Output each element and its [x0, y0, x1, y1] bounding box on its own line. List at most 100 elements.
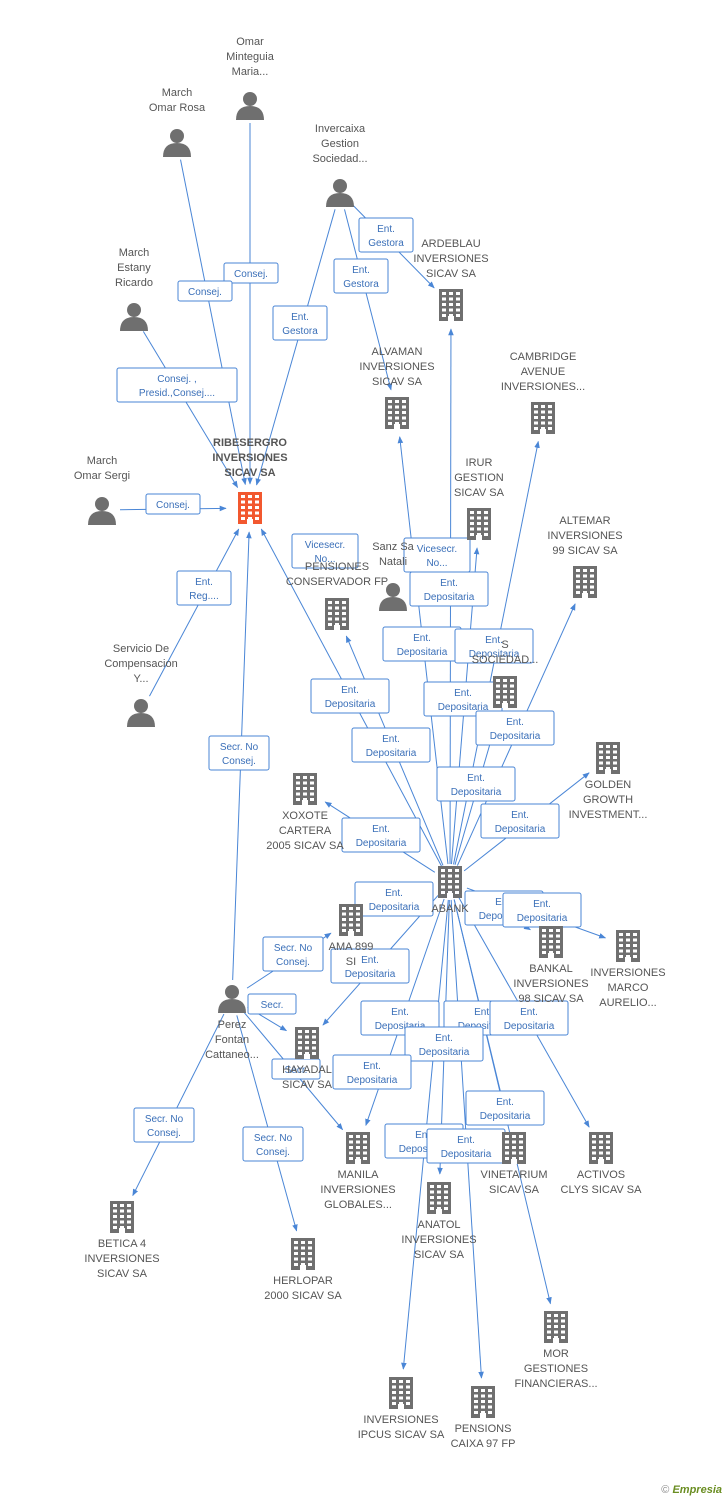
node-label: Invercaixa	[315, 123, 366, 135]
edge-label-box[interactable]: Secr.	[271, 1058, 321, 1080]
company-node-golden_growth[interactable]: GOLDENGROWTHINVESTMENT...	[569, 742, 648, 821]
node-label: GESTIONES	[524, 1363, 588, 1375]
node-label: INVERSIONES	[547, 530, 622, 542]
edge-label-box[interactable]: Consej.	[223, 262, 279, 284]
edge-label-box[interactable]: Consej. ,Presid.,Consej....	[116, 367, 238, 403]
edge-label-text: Reg....	[189, 591, 218, 602]
node-label: SOCIEDAD...	[472, 654, 539, 666]
person-node-invercaixa[interactable]: InvercaixaGestionSociedad...	[312, 123, 368, 207]
company-node-sociedad_s[interactable]: SSOCIEDAD...	[472, 639, 539, 708]
node-label: SICAV SA	[489, 1184, 540, 1196]
building-icon	[493, 676, 517, 708]
person-node-perez_fontan[interactable]: PerezFontanCattaneo...	[205, 985, 259, 1061]
edge-label-text: Vicesecr.	[305, 540, 345, 551]
edge-label-text: Vicesecr.	[417, 544, 457, 555]
company-node-caixabank[interactable]: ABANK	[431, 866, 469, 915]
company-node-mor_gestiones[interactable]: MORGESTIONESFINANCIERAS...	[514, 1311, 598, 1390]
building-icon	[616, 930, 640, 962]
building-icon	[346, 1132, 370, 1164]
node-label: Omar Rosa	[149, 102, 206, 114]
edge-invercaixa-to-main	[255, 209, 336, 486]
node-label: CAMBRIDGE	[510, 351, 577, 363]
brand-logo-text[interactable]: Empresia	[672, 1484, 722, 1496]
person-node-omar_minteguia[interactable]: OmarMinteguiaMaria...	[226, 36, 275, 120]
edge-label-box[interactable]: Consej.	[177, 280, 233, 302]
edge-label-box[interactable]: Ent.Depositaria	[480, 803, 560, 839]
edge-label-box[interactable]: Secr.	[247, 993, 297, 1015]
node-label: Estany	[117, 262, 151, 274]
node-label: GLOBALES...	[324, 1199, 392, 1211]
edge-label-box[interactable]: Ent.Gestora	[358, 217, 414, 253]
edge-label-box[interactable]: Ent.Depositaria	[465, 1090, 545, 1126]
edge-label-text: No...	[314, 554, 335, 565]
node-label: SICAV SA	[97, 1268, 148, 1280]
node-label: ANATOL	[418, 1219, 461, 1231]
edge-label-box[interactable]: Ent.Depositaria	[489, 1000, 569, 1036]
company-node-marco_aurelio[interactable]: INVERSIONESMARCOAURELIO...	[590, 930, 666, 1009]
edge-label-box[interactable]: Ent.Depositaria	[426, 1128, 506, 1164]
edge-label-box[interactable]: Ent.Depositaria	[310, 678, 390, 714]
node-label: Ricardo	[115, 277, 153, 289]
edge-label-box[interactable]: Ent.Depositaria	[354, 881, 434, 917]
node-label: AMA 899	[329, 941, 374, 953]
edge-label-text: Gestora	[343, 279, 379, 290]
person-icon	[163, 129, 191, 157]
company-node-cambridge[interactable]: CAMBRIDGEAVENUEINVERSIONES...	[501, 351, 585, 434]
node-label: SICAV SA	[282, 1079, 333, 1091]
edge-label-box[interactable]: Ent.Depositaria	[454, 628, 534, 664]
edge-label-box[interactable]: Ent.Depositaria	[341, 817, 421, 853]
node-label: BETICA 4	[98, 1238, 146, 1250]
edge-label-box[interactable]: Ent.Depositaria	[409, 571, 489, 607]
edge-label-text: Depositaria	[397, 647, 448, 658]
edge-label-box[interactable]: Ent.Reg....	[176, 570, 232, 606]
edge-label-box[interactable]: Ent.Depositaria	[475, 710, 555, 746]
edge-label-box[interactable]: Vicesecr.No...	[403, 537, 471, 573]
node-label: SICAV SA	[414, 1249, 465, 1261]
edge-label-box[interactable]: Ent.Depositaria	[351, 727, 431, 763]
edge-label-box[interactable]: Ent.Gestora	[272, 305, 328, 341]
edge-label-box[interactable]: Ent.Depositaria	[502, 892, 582, 928]
edge-label-text: Ent.	[415, 1130, 433, 1141]
node-label: MARCO	[608, 982, 649, 994]
edge-label-box[interactable]: Ent.Depositaria	[332, 1054, 412, 1090]
edge-label-box[interactable]: Vicesecr. No...	[291, 533, 359, 569]
edge-label-text: Secr. No	[274, 943, 313, 954]
edge-label-box[interactable]: Consej.	[145, 493, 201, 515]
edge-label-box[interactable]: Ent.Depositaria	[330, 948, 410, 984]
edge-label-box[interactable]: Ent.Depositaria	[436, 766, 516, 802]
edge-label-box[interactable]: Ent.Depositaria	[382, 626, 462, 662]
company-node-manila[interactable]: MANILAINVERSIONESGLOBALES...	[320, 1132, 396, 1211]
person-node-servicio_comp[interactable]: Servicio DeCompensacionY...	[104, 643, 178, 727]
edge-label-box[interactable]: Ent.Gestora	[333, 258, 389, 294]
edge-label-text: Depositaria	[504, 1021, 555, 1032]
node-label: IRUR	[466, 457, 493, 469]
edge-label-box[interactable]: Ent.Depositaria	[404, 1026, 484, 1062]
edge-label-text: Gestora	[368, 238, 404, 249]
